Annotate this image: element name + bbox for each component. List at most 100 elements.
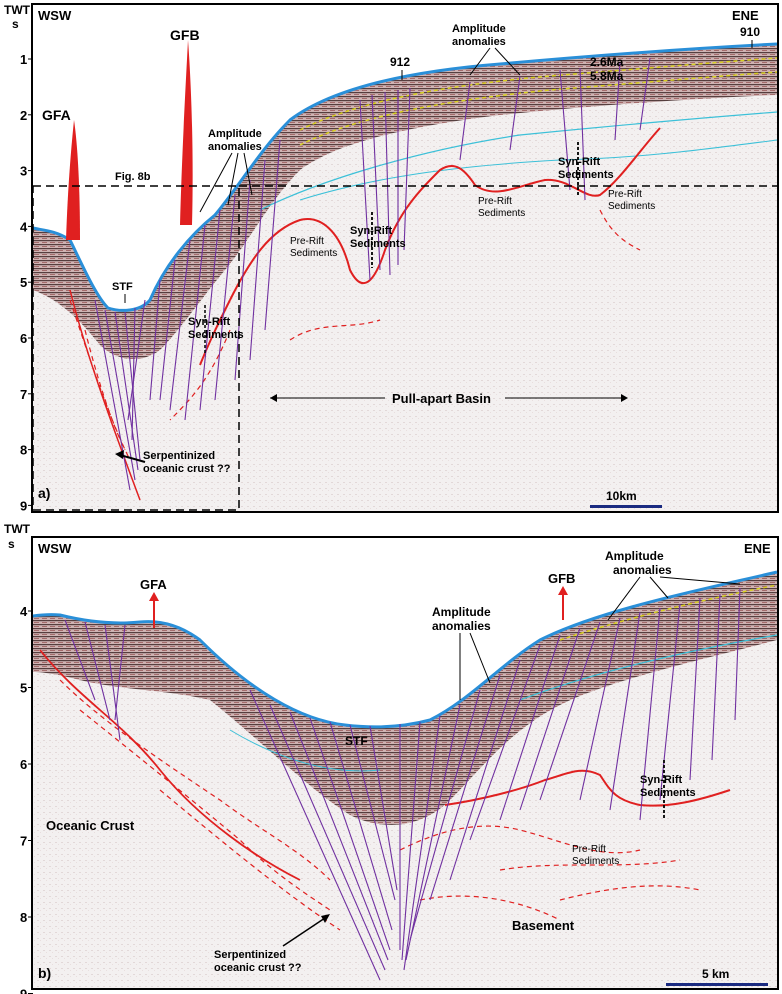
panel-a-amp-mid-pointer3 — [243, 152, 253, 196]
axis-b-tick-label: 5 — [20, 681, 27, 696]
panel-a-amp-mid-pointer1 — [199, 152, 233, 213]
panel-a-prerift-1b: Sediments — [290, 248, 337, 259]
panel-a-amp-top-1: Amplitude — [452, 23, 506, 35]
panel-a-seafloor — [32, 42, 778, 312]
panel-a-scale-label: 10km — [606, 489, 637, 503]
axis-b-tick-label: 7 — [20, 834, 27, 849]
panel-a-synrift-right-1: Syn-Rift — [558, 156, 601, 168]
panel-b-prerift-2: Sediments — [572, 856, 619, 867]
panel-a-stf-fault — [69, 289, 141, 501]
panel-a-gfa-plume — [66, 120, 80, 240]
panel-a-serp-2: oceanic crust ?? — [143, 463, 231, 475]
panel-b-amp-right-pointer2 — [649, 576, 669, 599]
axis-b-tick-label: 8 — [20, 910, 27, 925]
panel-a-synrift-left-2: Sediments — [188, 329, 244, 341]
panel-b-basement: Basement — [512, 918, 575, 933]
panel-b-amp-right-pointer1 — [607, 576, 641, 621]
panel-b-amp-right-1: Amplitude — [605, 549, 664, 563]
panel-a-label: a) — [38, 485, 50, 501]
axis-b-tick-label: 4 — [20, 604, 28, 619]
panel-a-synrift-mid-2: Sediments — [350, 238, 406, 250]
panel-b-ene: ENE — [744, 541, 771, 556]
panel-b-horizon-yellow — [559, 584, 778, 641]
panel-b-horizon-cyan-1 — [519, 634, 778, 701]
panel-a-wsw: WSW — [38, 8, 72, 23]
panel-a-serp-arrowhead — [115, 450, 124, 459]
panel-a-amp-top-pointer1 — [469, 47, 491, 76]
panel-a-boundary-left — [199, 299, 231, 366]
panel-a-amp-mid-1: Amplitude — [208, 128, 262, 140]
panel-b-serp-arrow — [282, 917, 326, 947]
panel-b-wsw: WSW — [38, 541, 72, 556]
panel-a-synrift-mid-1: Syn-Rift — [350, 225, 393, 237]
panel-a-pull-apart-arrowhead-left — [270, 394, 277, 402]
panel-a-ene: ENE — [732, 8, 759, 23]
panel-a-amp-top-2: anomalies — [452, 36, 506, 48]
panel-a-site-912: 912 — [390, 55, 410, 69]
panel-a-synrift-left-1: Syn-Rift — [188, 316, 231, 328]
axis-a-title-line1: TWT — [4, 3, 31, 17]
panel-a-amp-mid-2: anomalies — [208, 141, 262, 153]
panel-a-prerift-2b: Sediments — [478, 208, 525, 219]
panel-b-amp-right-pointer3 — [659, 576, 741, 585]
panel-a-prerift-2a: Pre-Rift — [478, 196, 512, 207]
panel-b-synrift-2: Sediments — [640, 787, 696, 799]
panel-a-water — [33, 5, 777, 311]
axis-b-title-line1: TWT — [4, 522, 31, 536]
axis-b-title-line2: s — [8, 537, 15, 551]
panel-b-amp-mid-pointer2 — [469, 632, 491, 684]
panel-b-gfa-label: GFA — [140, 577, 167, 592]
panel-a-scale-bar — [590, 505, 662, 508]
panel-b-gfb-label: GFB — [548, 571, 575, 586]
panel-a-prerift-1a: Pre-Rift — [290, 236, 324, 247]
panel-b-amp-right-2: anomalies — [613, 563, 672, 577]
panel-a-site-910: 910 — [740, 25, 760, 39]
axis-a-tick-label: 1 — [20, 52, 27, 67]
panel-a-serp-1: Serpentinized — [143, 450, 215, 462]
panel-a-prerift-boundary — [229, 127, 661, 301]
panel-a-gfa-label: GFA — [42, 107, 71, 123]
panel-b-synrift-1: Syn-Rift — [640, 774, 683, 786]
axis-b-tick-label: 9 — [20, 987, 27, 994]
axis-a-tick-label: 5 — [20, 275, 27, 290]
panel-b-serp-2: oceanic crust ?? — [214, 962, 302, 974]
panel-b: WSW ENE GFA GFB Amplitude anomalies Ampl… — [31, 536, 779, 990]
panel-a-prerift-3a: Pre-Rift — [608, 189, 642, 200]
panel-b-axis: TWT s 4 5 6 7 8 9 — [4, 522, 33, 994]
panel-a-amp-top-pointer2 — [494, 47, 521, 76]
axis-a-tick-label: 3 — [20, 164, 27, 179]
panel-b-serp-1: Serpentinized — [214, 949, 286, 961]
panel-a-horizon-cyan-1 — [259, 111, 778, 211]
panel-b-scale-bar — [666, 983, 768, 986]
panel-b-water — [33, 538, 777, 727]
axis-b-tick-label: 6 — [20, 757, 27, 772]
panel-a-fig-ref: Fig. 8b — [115, 171, 151, 183]
panel-b-faults — [64, 587, 741, 981]
panel-a-age-58: 5.8Ma — [590, 69, 624, 83]
panel-a-synrift-right-2: Sediments — [558, 169, 614, 181]
panel-a-pull-apart: Pull-apart Basin — [392, 391, 491, 406]
axis-a-tick-label: 4 — [20, 219, 28, 234]
panel-b-label: b) — [38, 965, 51, 981]
panel-a-fig8b-box — [32, 185, 240, 511]
panel-a-horizon-cyan-2 — [299, 139, 778, 201]
panel-a-serp-arrow — [119, 454, 146, 463]
axis-a-tick-label: 9 — [20, 498, 27, 513]
axis-a-title-line2: s — [12, 17, 19, 31]
panel-a-gfb-plume — [180, 40, 193, 225]
panel-b-serp-arrowhead — [321, 914, 330, 923]
panel-b-oceanic-crust: Oceanic Crust — [46, 818, 135, 833]
axis-a-tick-label: 6 — [20, 331, 27, 346]
panel-b-stf-fault — [39, 649, 301, 881]
panel-a-age-26: 2.6Ma — [590, 55, 624, 69]
panel-b-sediment-band — [33, 572, 777, 825]
panel-a-faults — [94, 57, 651, 491]
panel-a-prerift-3b: Sediments — [608, 201, 655, 212]
panel-b-scale-label: 5 km — [702, 967, 729, 981]
panel-a-pull-apart-arrowhead-right — [621, 394, 628, 402]
panel-b-dashed-boundaries — [59, 679, 701, 931]
panel-b-amp-mid-1: Amplitude — [432, 605, 491, 619]
panel-b-gfb-arrowhead — [558, 586, 568, 595]
